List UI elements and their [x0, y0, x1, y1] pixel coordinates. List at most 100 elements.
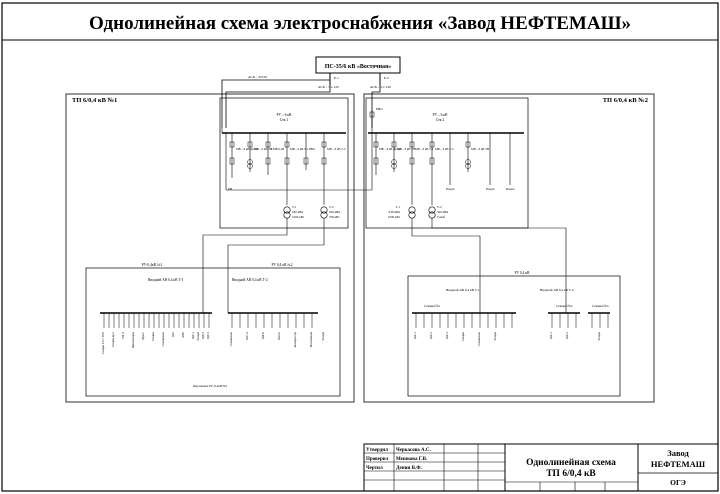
- tp1-block: ТП 6/0,4 кВ №1 РУ – 6 кВ Сек 1 РВ МВ – 6…: [65, 93, 355, 403]
- tp2-cell-4: МВ – 6 кВ Т-2: [429, 133, 454, 205]
- tp2-cell-3-label: МВ – 6 кВ Т-1: [415, 147, 434, 151]
- tp1-outgoing-center: [231, 313, 313, 328]
- tp1-load-right-4: ЩР-2: [201, 332, 205, 340]
- cable-right: АСБ – 3 х 120: [370, 85, 391, 89]
- tp1-load-right-2: АВР: [181, 332, 185, 338]
- page-title: Однолинейная схема электроснабжения «Зав…: [89, 13, 631, 34]
- tp2-cell-5: МВ – 6 кВ ТН: [465, 133, 490, 172]
- tp1-load-center-1: Освещение: [229, 331, 233, 346]
- tp1-load-left-3: РП А: [121, 331, 125, 339]
- tp1-cell-2: МВ – 6 кВ ТН: [247, 133, 273, 172]
- tp1-cell-4: МВ – 6 кВ Т-1: [284, 133, 309, 205]
- tp2-reserve-cells: Резерв Резерв Резерв: [446, 133, 515, 191]
- tp1-load-right-1: ЩО: [171, 331, 175, 337]
- tp1-cell-1-label: МВ – 6 кВ Дв №1: [236, 147, 259, 151]
- stamp-name-checked: Мешкова Г.В.: [396, 457, 428, 462]
- tp1-cell-6-label: МВ – 6 кВ Т-2: [327, 147, 346, 151]
- title-block: Утвердил Черкасова А.С. Проверил Мешкова…: [363, 443, 719, 492]
- tp1-load-center-3: ЩР-Б: [261, 332, 265, 340]
- tp1-title: ТП 6/0,4 кВ №1: [72, 97, 117, 104]
- organization-line-2: НЕФТЕМАШ: [651, 459, 706, 469]
- tp2-load-6: Резерв: [493, 331, 497, 340]
- tp1-incomer: РВ: [228, 187, 233, 191]
- tp2-load-9: Резерв: [597, 331, 601, 340]
- document-title: Однолинейная схема: [526, 457, 616, 468]
- tp2-cell-2-label: МВ – 6 кВ ТН: [397, 147, 416, 151]
- tp2-input-2: Вводной АВ 0,4 кВ Т-2: [540, 288, 574, 293]
- tp1-cell-5: РВО: [303, 133, 316, 170]
- tp2-cell-3: МВ – 6 кВ Т-1: [409, 133, 434, 205]
- tp1-panel-note: Перемычка РУ-0,4кВ №2: [193, 384, 228, 389]
- tp2-load-5: Освещение: [477, 331, 481, 346]
- tp1-load-right-6: Резерв: [196, 331, 200, 340]
- tp2-load-3: ЩР-3: [445, 332, 449, 340]
- tp2-load-1: ЩР-1: [413, 332, 417, 340]
- tp1-transformer-1: Т-1 630 кВА 1000 кВт: [283, 205, 305, 219]
- tp1-ru6-label: РУ – 6 кВ: [277, 113, 292, 117]
- cable-left-bottom: АСБ – 3 х 120: [318, 85, 339, 89]
- tp2-t2-rating: 320 кВА: [437, 210, 449, 214]
- tp1-load-left-7: Освещение: [161, 331, 165, 346]
- tp1-transformer-2: Т-2 630 кВА 700 кВт: [320, 205, 341, 219]
- stamp-role-drawn: Чертил: [366, 466, 383, 471]
- document-subtitle: ТП 6/0,4 кВ: [546, 469, 596, 479]
- tp1-t1-name: Т-1: [292, 205, 297, 209]
- tp2-transformer-2: Т-2 320 кВА тупой: [428, 205, 449, 219]
- tp2-transformer-1: Т-1 630 кВА 1000 кВт: [388, 205, 416, 219]
- tp2-cell-1: МВ – 6 кВ Дв №1: [373, 133, 402, 175]
- tp1-cell-6: МВ – 6 кВ Т-2: [321, 133, 346, 205]
- tp2-incomer: РВО: [376, 107, 383, 111]
- tp1-load-left-1: Сварка Сп 1 ТП1: [101, 332, 105, 354]
- tp1-outgoing-left: [103, 313, 210, 328]
- tp1-load-center-2: ЩР-А: [245, 331, 249, 340]
- tp2-load-4: Сварка: [461, 331, 465, 341]
- tp2-ru04-label: РУ 0,4 кВ: [515, 271, 530, 276]
- tp1-cell-2-label: МВ – 6 кВ ТН: [254, 147, 273, 151]
- tp2-reserve-3: Резерв: [506, 187, 515, 191]
- tp1-ru04-2-label: РУ 0,4 кВ №2: [271, 263, 292, 268]
- tp2-load-7: ЩР-1: [549, 332, 553, 340]
- tp1-load-center-4: Насос: [277, 331, 281, 339]
- tp1-ru04-label: РУ-0,4кВ №1: [142, 263, 163, 268]
- tp2-section-2: Секция №2: [556, 304, 573, 308]
- tp1-load-center-7: Резерв: [321, 331, 325, 340]
- tp1-load-left-4: Прожекторы: [131, 332, 135, 348]
- stamp-role-checked: Проверил: [366, 457, 389, 462]
- tp1-loads-center: Освещение ЩР-А ЩР-Б Насос Компрессор Вен…: [229, 331, 325, 347]
- organization-line-1: Завод: [667, 448, 689, 458]
- tp1-cell-3-label: СМВ 6 кВ: [271, 147, 284, 151]
- substation-name: ПС-35/6 кВ «Восточная»: [325, 64, 392, 70]
- tp1-cell-1: МВ – 6 кВ Дв №1: [229, 133, 259, 178]
- tp2-cell-2: МВ – 6 кВ ТН: [391, 133, 416, 172]
- tp1-t2-name: Т-2: [329, 205, 334, 209]
- tp2-t1-load: 1000 кВт: [388, 215, 401, 219]
- tp1-load-left-6: Сварка: [151, 331, 155, 341]
- tp2-block: ТП 6/0,4 кВ №2 РУ – 6 кВ Сек 2 РВО МВ – …: [262, 93, 655, 403]
- tp1-load-center-6: Вентиляция: [309, 331, 313, 347]
- tp2-input-1: Вводной АВ 0,4 кВ Т-1: [446, 288, 480, 293]
- tp2-t2-name: Т-2: [437, 205, 442, 209]
- tp2-t2-load: тупой: [437, 215, 445, 219]
- tp2-section-1: Секция №1: [424, 304, 441, 308]
- tp2-loads: ЩР-1 ЩР-2 ЩР-3 Сварка Освещение Резерв Щ…: [413, 331, 601, 346]
- tp2-t1-name: Т-1: [395, 205, 400, 209]
- tp1-loads-left: Сварка Сп 1 ТП1 Сварка вр 2 РП А Прожект…: [101, 331, 210, 354]
- tp2-cell-5-label: МВ – 6 кВ ТН: [471, 147, 490, 151]
- tp1-t1-rating: 630 кВА: [292, 210, 304, 214]
- tp1-load-left-2: Сварка вр 2: [111, 332, 115, 347]
- tp1-feeder-cells: МВ – 6 кВ Дв №1 МВ – 6 кВ ТН СМВ 6 кВ МВ…: [229, 133, 346, 205]
- tp1-t2-load: 700 кВт: [329, 215, 340, 219]
- tp2-section-label: Сек 2: [436, 118, 445, 122]
- tp1-t1-load: 1000 кВт: [292, 215, 305, 219]
- tp2-feeder-cells: МВ – 6 кВ Дв №1 МВ – 6 кВ ТН МВ – 6 кВ Т…: [373, 133, 515, 205]
- substation-cell-right: Р-2: [384, 76, 389, 80]
- cable-left-top: АСБ – 3х150: [248, 75, 267, 79]
- stamp-name-approved: Черкасова А.С.: [396, 448, 431, 453]
- tp1-cell-5-label: РВО: [309, 147, 316, 151]
- tp1-load-left-5: Пресс: [141, 331, 145, 339]
- tp1-section-label: Сек 1: [280, 118, 289, 122]
- tp2-section-3: Секция №3: [592, 304, 609, 308]
- tp1-input-2: Вводной АВ 0,4 кВ Т-2: [232, 278, 268, 283]
